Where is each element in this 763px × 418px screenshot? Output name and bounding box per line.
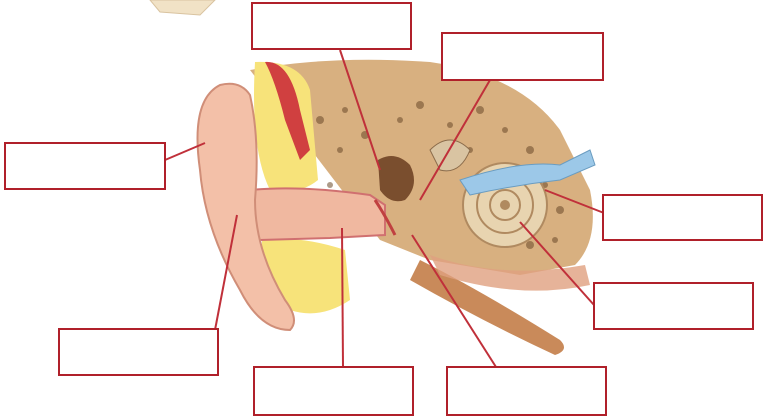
label-box-left[interactable] bbox=[4, 142, 166, 190]
label-box-right-upper[interactable] bbox=[602, 194, 763, 241]
paper-corner bbox=[150, 0, 215, 15]
label-box-bottom-left[interactable] bbox=[58, 328, 219, 376]
ear-canal bbox=[249, 188, 385, 240]
label-box-bottom-right[interactable] bbox=[446, 366, 607, 416]
leader-bottom-center bbox=[342, 228, 343, 367]
label-box-right-lower[interactable] bbox=[593, 282, 754, 330]
label-box-top-right[interactable] bbox=[441, 32, 604, 81]
label-box-bottom-center[interactable] bbox=[253, 366, 414, 416]
label-box-top-center[interactable] bbox=[251, 2, 412, 50]
